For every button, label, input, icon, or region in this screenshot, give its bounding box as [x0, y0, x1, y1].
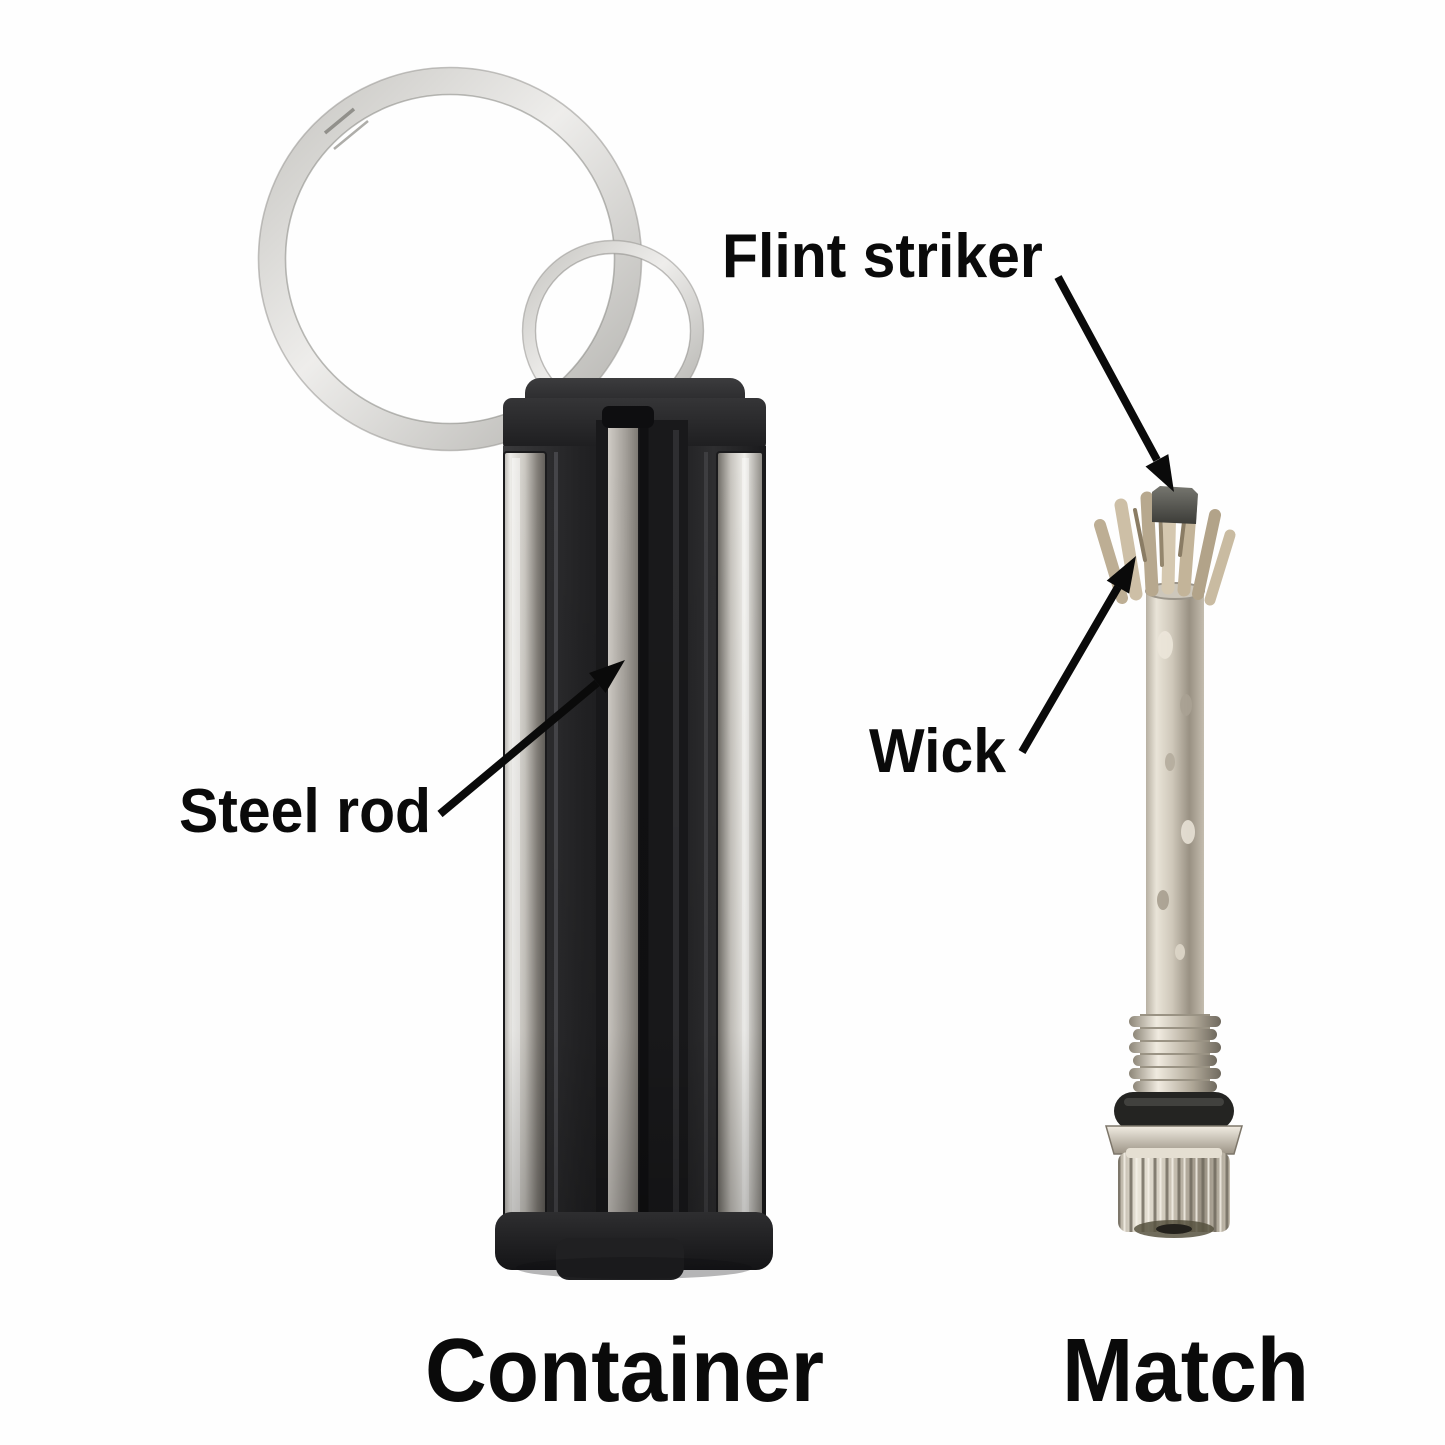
annotation-arrows — [437, 275, 1174, 818]
flint-striker — [1152, 486, 1198, 524]
match-washer — [1105, 1125, 1243, 1155]
steel-rod-arrow — [437, 660, 625, 818]
cap-slot — [602, 406, 654, 428]
ring-split-seam — [323, 107, 369, 150]
o-ring — [1114, 1092, 1234, 1130]
match-caption: Match — [1062, 1321, 1310, 1421]
key-ring — [257, 66, 643, 452]
match-threads — [1129, 1014, 1221, 1106]
container-caption: Container — [425, 1321, 825, 1421]
match-rod — [1146, 588, 1204, 1020]
wick-label: Wick — [869, 717, 1006, 786]
flint-striker-arrow — [1054, 275, 1174, 492]
match — [1094, 486, 1243, 1238]
wick-arrow — [1018, 556, 1136, 755]
flint-striker-label: Flint striker — [722, 222, 1043, 291]
container — [495, 378, 773, 1280]
match-rod-blotches — [1157, 631, 1195, 960]
match-knurled-cap — [1118, 1148, 1230, 1238]
steel-rod-label: Steel rod — [179, 777, 432, 846]
